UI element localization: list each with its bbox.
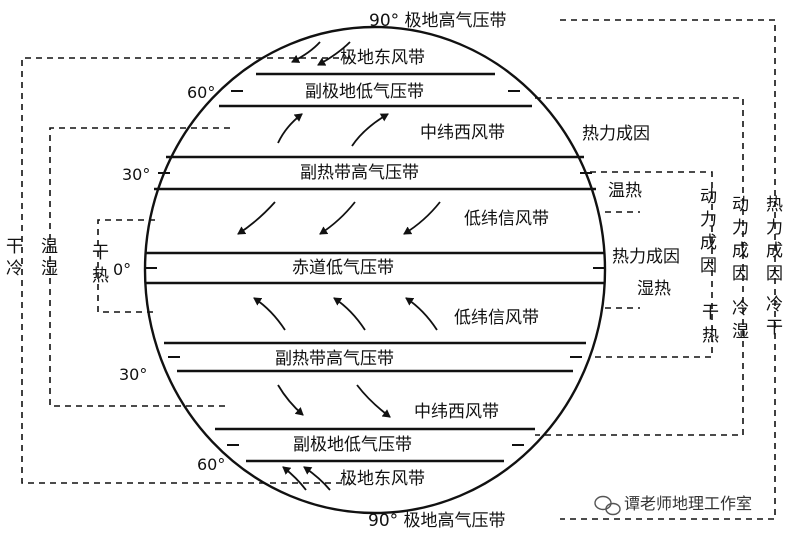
band-subpolar-low-north: 副极地低气压带	[305, 82, 424, 102]
right-thermal-polar-1: 热	[766, 195, 783, 215]
right-dynamic-outer-3: 成	[732, 241, 749, 261]
arrow-westerly-s2	[356, 384, 391, 418]
arrow-trade-n1	[237, 201, 276, 235]
right-hot: 热	[702, 326, 719, 346]
latitude-0: 0°	[113, 260, 131, 279]
arrow-polar-easterly-s1	[282, 466, 307, 491]
right-cold: 冷	[732, 299, 749, 319]
right-thermal-polar-2: 力	[766, 218, 783, 238]
right-labels: 热力成因 温热 热力成因 湿热 动 力 成 因 干 热 动 力 成 因 冷 湿 …	[582, 124, 783, 346]
band-westerlies-north: 中纬西风带	[420, 123, 505, 143]
latitude-ticks	[145, 90, 605, 446]
left-dry-2: 干	[92, 243, 109, 263]
right-warm-hot: 温热	[608, 181, 642, 201]
arrow-trade-n3	[403, 201, 441, 235]
arrow-westerly-n1	[277, 113, 303, 144]
arrow-polar-easterly-n1	[291, 41, 321, 63]
watermark: 谭老师地理工作室	[594, 494, 752, 516]
arrow-trade-s3	[405, 297, 438, 331]
bracket-right-subtropical	[590, 171, 713, 358]
band-trades-north: 低纬信风带	[464, 209, 549, 229]
wechat-icon	[594, 495, 621, 516]
left-warm: 温	[41, 237, 58, 257]
right-dynamic-inner-2: 力	[700, 210, 717, 230]
arrow-polar-easterly-s2	[303, 466, 331, 491]
band-trades-south: 低纬信风带	[454, 308, 539, 328]
band-subtropical-high-north: 副热带高气压带	[300, 163, 419, 183]
band-polar-high-north: 90° 极地高气压带	[369, 11, 507, 31]
globe-outline	[143, 25, 607, 515]
right-thermal-cause-subpolar: 热力成因	[582, 124, 650, 144]
right-thermal-polar-4: 因	[766, 264, 783, 284]
band-polar-high-south: 90° 极地高气压带	[368, 511, 506, 531]
right-dynamic-inner-4: 因	[700, 256, 717, 276]
band-subtropical-high-south: 副热带高气压带	[275, 349, 394, 369]
bracket-left-middle	[49, 127, 230, 407]
dashed-brackets	[21, 19, 776, 520]
latitude-30s: 30°	[119, 365, 147, 384]
left-wet: 湿	[41, 259, 58, 279]
right-dynamic-inner-1: 动	[700, 187, 717, 207]
right-dry: 干	[702, 303, 719, 323]
arrow-westerly-n2	[351, 113, 389, 147]
right-dry-2: 干	[766, 318, 783, 338]
right-dynamic-inner-3: 成	[700, 233, 717, 253]
left-hot: 热	[92, 266, 109, 286]
bracket-left-outer	[21, 57, 350, 484]
right-dynamic-outer-2: 力	[732, 218, 749, 238]
arrow-trade-s2	[333, 297, 366, 331]
right-cold-2: 冷	[766, 295, 783, 315]
wind-arrows	[237, 41, 441, 491]
right-thermal-polar-3: 成	[766, 241, 783, 261]
arrow-polar-easterly-n2	[317, 41, 351, 66]
latitude-labels: 60° 30° 0° 30° 60°	[113, 83, 225, 474]
band-polar-easterlies-north: 极地东风带	[340, 48, 425, 68]
right-dynamic-outer-4: 因	[732, 264, 749, 284]
arrow-westerly-s1	[277, 384, 304, 416]
bracket-right-polar	[560, 19, 776, 520]
latitude-60s: 60°	[197, 455, 225, 474]
right-wet: 湿	[732, 322, 749, 342]
left-dry-1: 干	[6, 237, 23, 257]
band-equatorial-low: 赤道低气压带	[292, 258, 394, 278]
band-westerlies-south: 中纬西风带	[414, 402, 499, 422]
right-wet-hot: 湿热	[637, 279, 671, 299]
left-labels: 干 冷 温 湿 干 热	[6, 237, 109, 286]
latitude-30n: 30°	[122, 165, 150, 184]
bracket-left-inner	[97, 219, 158, 313]
bracket-right-subpolar	[535, 97, 744, 436]
right-thermal-cause-equator: 热力成因	[612, 247, 680, 267]
watermark-text: 谭老师地理工作室	[624, 494, 752, 513]
left-cold-1: 冷	[6, 259, 23, 279]
latitude-60n: 60°	[187, 83, 215, 102]
right-dynamic-outer-1: 动	[732, 195, 749, 215]
band-labels: 90° 极地高气压带 极地东风带 副极地低气压带 中纬西风带 副热带高气压带 低…	[275, 11, 549, 531]
band-polar-easterlies-south: 极地东风带	[340, 469, 425, 489]
band-subpolar-low-south: 副极地低气压带	[293, 435, 412, 455]
arrow-trade-s1	[253, 297, 286, 331]
arrow-trade-n2	[319, 201, 356, 235]
band-boundaries	[145, 72, 605, 463]
